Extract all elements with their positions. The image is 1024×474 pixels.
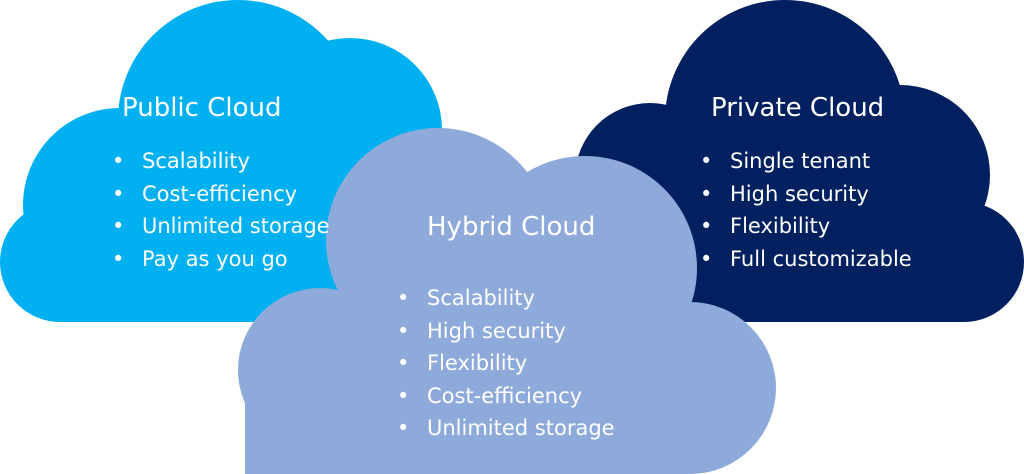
feature-text: Cost-efficiency	[427, 383, 583, 408]
hybrid-cloud-title: Hybrid Cloud	[427, 212, 596, 242]
feature-list-item: • High security	[700, 178, 912, 211]
feature-text: Full customizable	[730, 246, 912, 271]
bullet-icon: •	[397, 351, 410, 375]
bullet-icon: •	[700, 181, 713, 206]
feature-list-item: • Pay as you go	[112, 243, 330, 276]
hybrid-cloud-shape	[238, 128, 776, 474]
feature-list-item: • Scalability	[397, 282, 615, 315]
bullet-icon: •	[397, 416, 410, 440]
feature-list-item: • Scalability	[112, 145, 330, 178]
bullet-icon: •	[112, 246, 125, 271]
feature-text: Scalability	[427, 286, 535, 310]
bullet-icon: •	[700, 246, 713, 271]
feature-text: Flexibility	[730, 214, 831, 238]
private-cloud-title: Private Cloud	[711, 93, 885, 123]
feature-text: Flexibility	[427, 351, 528, 375]
feature-text: High security	[427, 318, 566, 343]
feature-list-item: • High security	[397, 315, 615, 348]
feature-list-item: • Single tenant	[700, 145, 912, 178]
feature-list-item: • Cost-efficiency	[112, 178, 330, 211]
bullet-icon: •	[397, 383, 410, 408]
feature-text: High security	[730, 181, 869, 206]
feature-text: Unlimited storage	[142, 214, 330, 238]
feature-text: Scalability	[142, 149, 250, 173]
feature-text: Pay as you go	[142, 246, 288, 271]
bullet-icon: •	[112, 149, 125, 173]
bullet-icon: •	[700, 214, 713, 238]
bullet-icon: •	[397, 286, 410, 310]
feature-list-item: • Flexibility	[700, 210, 912, 243]
feature-list-item: • Unlimited storage	[112, 210, 330, 243]
hybrid-cloud-feature-list: • Scalability • High security • Flexibility • C…	[397, 282, 615, 445]
feature-text: Single tenant	[730, 149, 871, 173]
public-cloud-title: Public Cloud	[122, 93, 282, 123]
bullet-icon: •	[112, 181, 125, 206]
private-cloud-feature-list: • Single tenant • High security • Flexibility…	[700, 145, 912, 275]
bullet-icon: •	[112, 214, 125, 238]
feature-list-item: • Unlimited storage	[397, 412, 615, 445]
public-cloud-feature-list: • Scalability • Cost-efficiency • Unlimited s…	[112, 145, 330, 275]
bullet-icon: •	[700, 149, 713, 173]
bullet-icon: •	[397, 318, 410, 343]
feature-list-item: • Flexibility	[397, 347, 615, 380]
feature-text: Unlimited storage	[427, 416, 615, 440]
feature-list-item: • Cost-efficiency	[397, 380, 615, 413]
feature-list-item: • Full customizable	[700, 243, 912, 276]
feature-text: Cost-efficiency	[142, 181, 298, 206]
